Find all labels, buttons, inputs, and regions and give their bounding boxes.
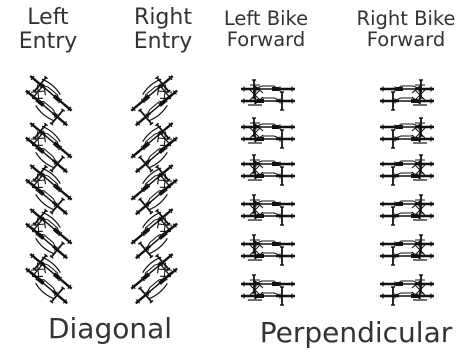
column-right-bike-forward-bikes: [380, 80, 434, 305]
bike-pair: [380, 155, 434, 185]
bike-pair: [380, 195, 434, 225]
bike-pair: [16, 247, 83, 310]
bike-pair: [380, 235, 434, 265]
bike-pair: [380, 275, 434, 305]
bike-pair: [16, 116, 83, 179]
bike-pair: [121, 202, 188, 265]
bike-pair: [16, 69, 83, 132]
bike-pair: [121, 247, 188, 310]
bike-pair: [16, 202, 83, 265]
column-left-entry-bikes: [16, 69, 83, 310]
bike-pair: [241, 118, 295, 148]
bike-pair: [121, 69, 188, 132]
bike-pair: [241, 155, 295, 185]
group-label-perpendicular: Perpendicular: [240, 318, 472, 348]
bike-pair: [241, 80, 295, 110]
bike-pair: [241, 195, 295, 225]
bike-pair: [380, 118, 434, 148]
bike-pair: [121, 116, 188, 179]
bike-pair: [16, 158, 83, 221]
group-label-diagonal: Diagonal: [10, 314, 210, 344]
bike-pair: [241, 235, 295, 265]
column-left-bike-forward-bikes: [241, 80, 295, 305]
bike-pair: [241, 275, 295, 305]
bike-pair: [121, 158, 188, 221]
bike-pair: [380, 80, 434, 110]
column-right-entry-bikes: [121, 69, 188, 310]
